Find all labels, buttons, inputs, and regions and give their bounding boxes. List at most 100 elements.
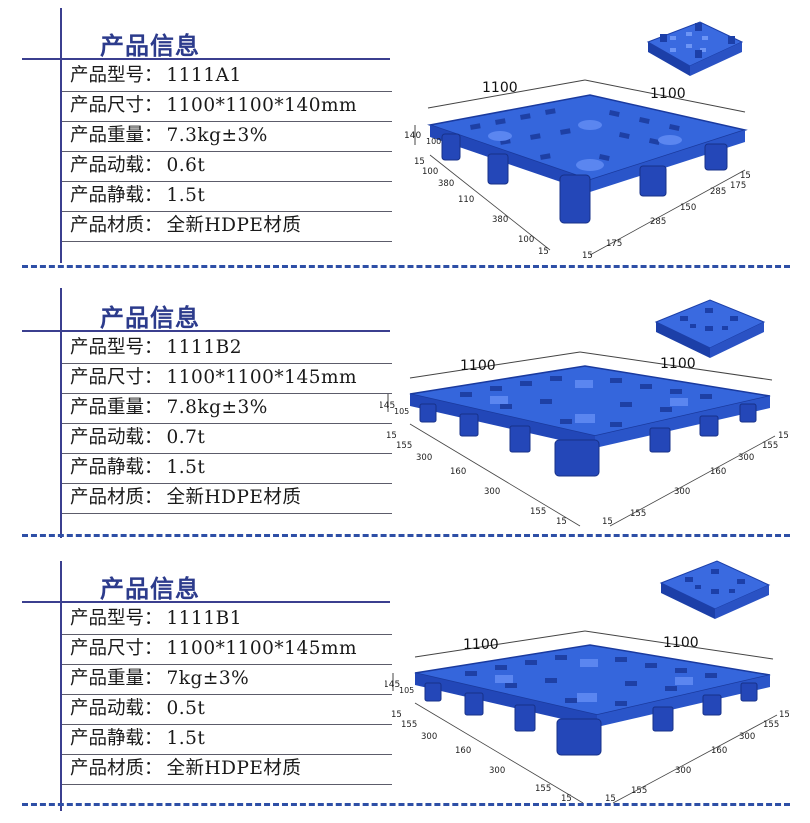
section-vertical-rule [60,561,62,811]
section-divider [22,803,790,806]
dim-right-7: 15 [605,794,616,804]
spec-row-material: 产品材质：全新HDPE材质 [62,212,392,242]
dim-left-3: 300 [416,453,432,463]
section-title: 产品信息 [100,574,200,603]
spec-row-dynamic-load: 产品动载：0.6t [62,152,392,182]
spec-value: 7.8kg±3% [166,397,268,418]
dim-right-6: 155 [630,509,646,519]
spec-value: 1100*1100*145mm [166,638,358,659]
spec-label: 产品尺寸： [70,95,163,116]
spec-row-material: 产品材质：全新HDPE材质 [62,755,392,785]
spec-row-static-load: 产品静载：1.5t [62,182,392,212]
dim-left-3: 380 [438,179,454,189]
spec-value: 1111B2 [166,337,242,358]
spec-label: 产品动载： [70,698,163,719]
dim-right-2: 155 [762,441,778,451]
pallet-dimension-drawing: 145 105 1100 1100 15 155 300 160 300 155… [380,351,789,527]
spec-row-static-load: 产品静载：1.5t [62,454,392,484]
dim-left-7: 15 [561,794,572,804]
spec-row-size: 产品尺寸：1100*1100*145mm [62,364,392,394]
spec-row-weight: 产品重量：7.8kg±3% [62,394,392,424]
dim-length-a: 1100 [463,637,499,653]
spec-label: 产品重量： [70,397,163,418]
dim-deck: 100 [426,137,441,146]
spec-table: 产品型号：1111B2 产品尺寸：1100*1100*145mm 产品重量：7.… [62,334,392,514]
section-title: 产品信息 [100,31,200,60]
spec-table: 产品型号：1111A1 产品尺寸：1100*1100*140mm 产品重量：7.… [62,62,392,242]
spec-label: 产品静载： [70,185,163,206]
dim-height: 145 [380,401,395,411]
dim-length-b: 1100 [660,356,696,372]
spec-row-size: 产品尺寸：1100*1100*140mm [62,92,392,122]
dim-left-2: 155 [401,720,417,730]
dim-right-1: 15 [740,171,751,181]
dim-right-1: 15 [779,710,790,720]
spec-label: 产品型号： [70,337,163,358]
spec-row-model: 产品型号：1111B1 [62,605,392,635]
title-underline [22,58,390,60]
spec-table: 产品型号：1111B1 产品尺寸：1100*1100*145mm 产品重量：7k… [62,605,392,785]
product-section-2: 产品信息 产品型号：1111B2 产品尺寸：1100*1100*145mm 产品… [0,272,810,542]
spec-row-model: 产品型号：1111A1 [62,62,392,92]
spec-value: 1.5t [166,728,206,749]
section-divider [22,534,790,537]
dim-left-6: 155 [535,784,551,794]
dim-left-5: 300 [489,766,505,776]
dim-left-6: 100 [518,235,534,245]
dim-right-6: 175 [606,239,622,249]
dim-left-4: 160 [455,746,471,756]
spec-label: 产品材质： [70,487,163,508]
dim-right-2: 155 [763,720,779,730]
dim-left-2: 155 [396,441,412,451]
spec-value: 7.3kg±3% [166,125,268,146]
dim-deck: 105 [394,407,409,416]
dim-right-2: 175 [730,181,746,191]
dim-right-5: 285 [650,217,666,227]
spec-label: 产品型号： [70,65,163,86]
dim-right-7: 15 [582,251,593,261]
dim-length-a: 1100 [460,358,496,374]
title-underline [22,330,390,332]
spec-value: 全新HDPE材质 [166,215,302,236]
spec-label: 产品型号： [70,608,163,629]
dim-length-b: 1100 [663,635,699,651]
spec-row-dynamic-load: 产品动载：0.5t [62,695,392,725]
spec-label: 产品静载： [70,457,163,478]
dim-right-6: 155 [631,786,647,796]
spec-value: 1111B1 [166,608,242,629]
dim-right-3: 300 [739,732,755,742]
dim-right-7: 15 [602,517,613,527]
spec-value: 7kg±3% [166,668,250,689]
spec-row-dynamic-load: 产品动载：0.7t [62,424,392,454]
dim-left-1: 15 [414,157,425,167]
spec-value: 1100*1100*145mm [166,367,358,388]
dim-right-5: 300 [674,487,690,497]
dim-left-2: 100 [422,167,438,177]
dim-left-5: 300 [484,487,500,497]
spec-row-material: 产品材质：全新HDPE材质 [62,484,392,514]
dim-left-1: 15 [391,710,402,720]
spec-label: 产品重量： [70,125,163,146]
product-section-3: 产品信息 产品型号：1111B1 产品尺寸：1100*1100*145mm 产品… [0,545,810,815]
dim-right-4: 160 [710,467,726,477]
dim-length-a: 1100 [482,80,518,96]
dim-height: 145 [385,680,400,690]
dim-left-3: 300 [421,732,437,742]
spec-row-weight: 产品重量：7.3kg±3% [62,122,392,152]
dim-left-1: 15 [386,431,397,441]
spec-value: 1.5t [166,457,206,478]
dim-height: 140 [404,131,421,141]
dim-left-7: 15 [538,247,549,257]
dim-deck: 105 [399,686,414,695]
spec-label: 产品动载： [70,427,163,448]
spec-value: 1.5t [166,185,206,206]
section-title: 产品信息 [100,303,200,332]
section-vertical-rule [60,288,62,538]
dim-right-4: 160 [711,746,727,756]
spec-row-weight: 产品重量：7kg±3% [62,665,392,695]
dim-right-1: 15 [778,431,789,441]
dim-left-4: 110 [458,195,474,205]
spec-value: 0.6t [166,155,206,176]
pallet-dimension-drawing: 140 100 1100 1100 15 100 380 110 380 100… [404,79,751,261]
spec-value: 1111A1 [166,65,242,86]
